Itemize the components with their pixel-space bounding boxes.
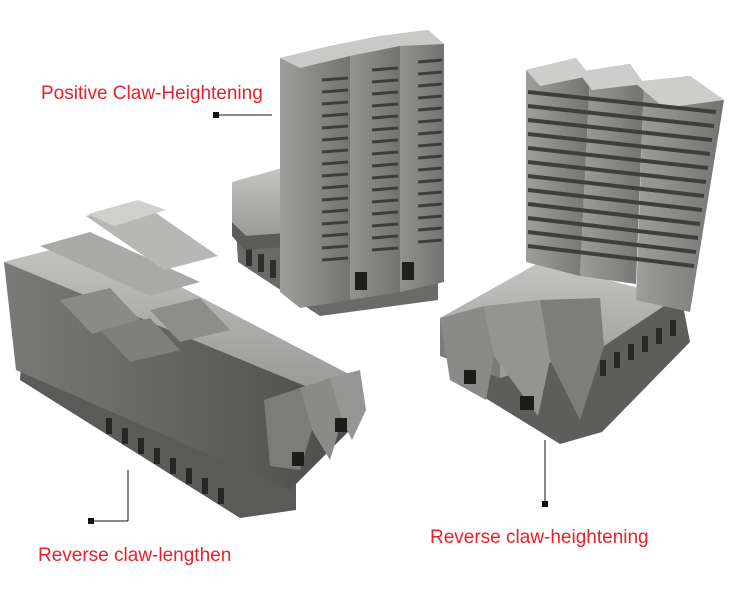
- heightening-jaw-serrations: [527, 90, 717, 268]
- reverse-heightening-jaw-set: [440, 58, 724, 444]
- lengthen-jaw-rail-teeth: [106, 418, 224, 504]
- heightening-jaw-rail-teeth: [600, 320, 676, 376]
- leader-positive: [213, 112, 272, 118]
- label-reverse-claw-lengthen: Reverse claw-lengthen: [38, 545, 232, 566]
- reverse-lengthen-jaw-set: [4, 200, 366, 518]
- label-reverse-claw-heightening: Reverse claw-heightening: [430, 527, 649, 548]
- leader-reverse-lengthen: [88, 470, 129, 524]
- positive-claw-jaw-set: [232, 30, 444, 316]
- label-positive-claw-heightening: Positive Claw-Heightening: [41, 83, 263, 104]
- leader-reverse-heightening: [542, 440, 548, 507]
- positive-jaw-serrations: [321, 58, 443, 262]
